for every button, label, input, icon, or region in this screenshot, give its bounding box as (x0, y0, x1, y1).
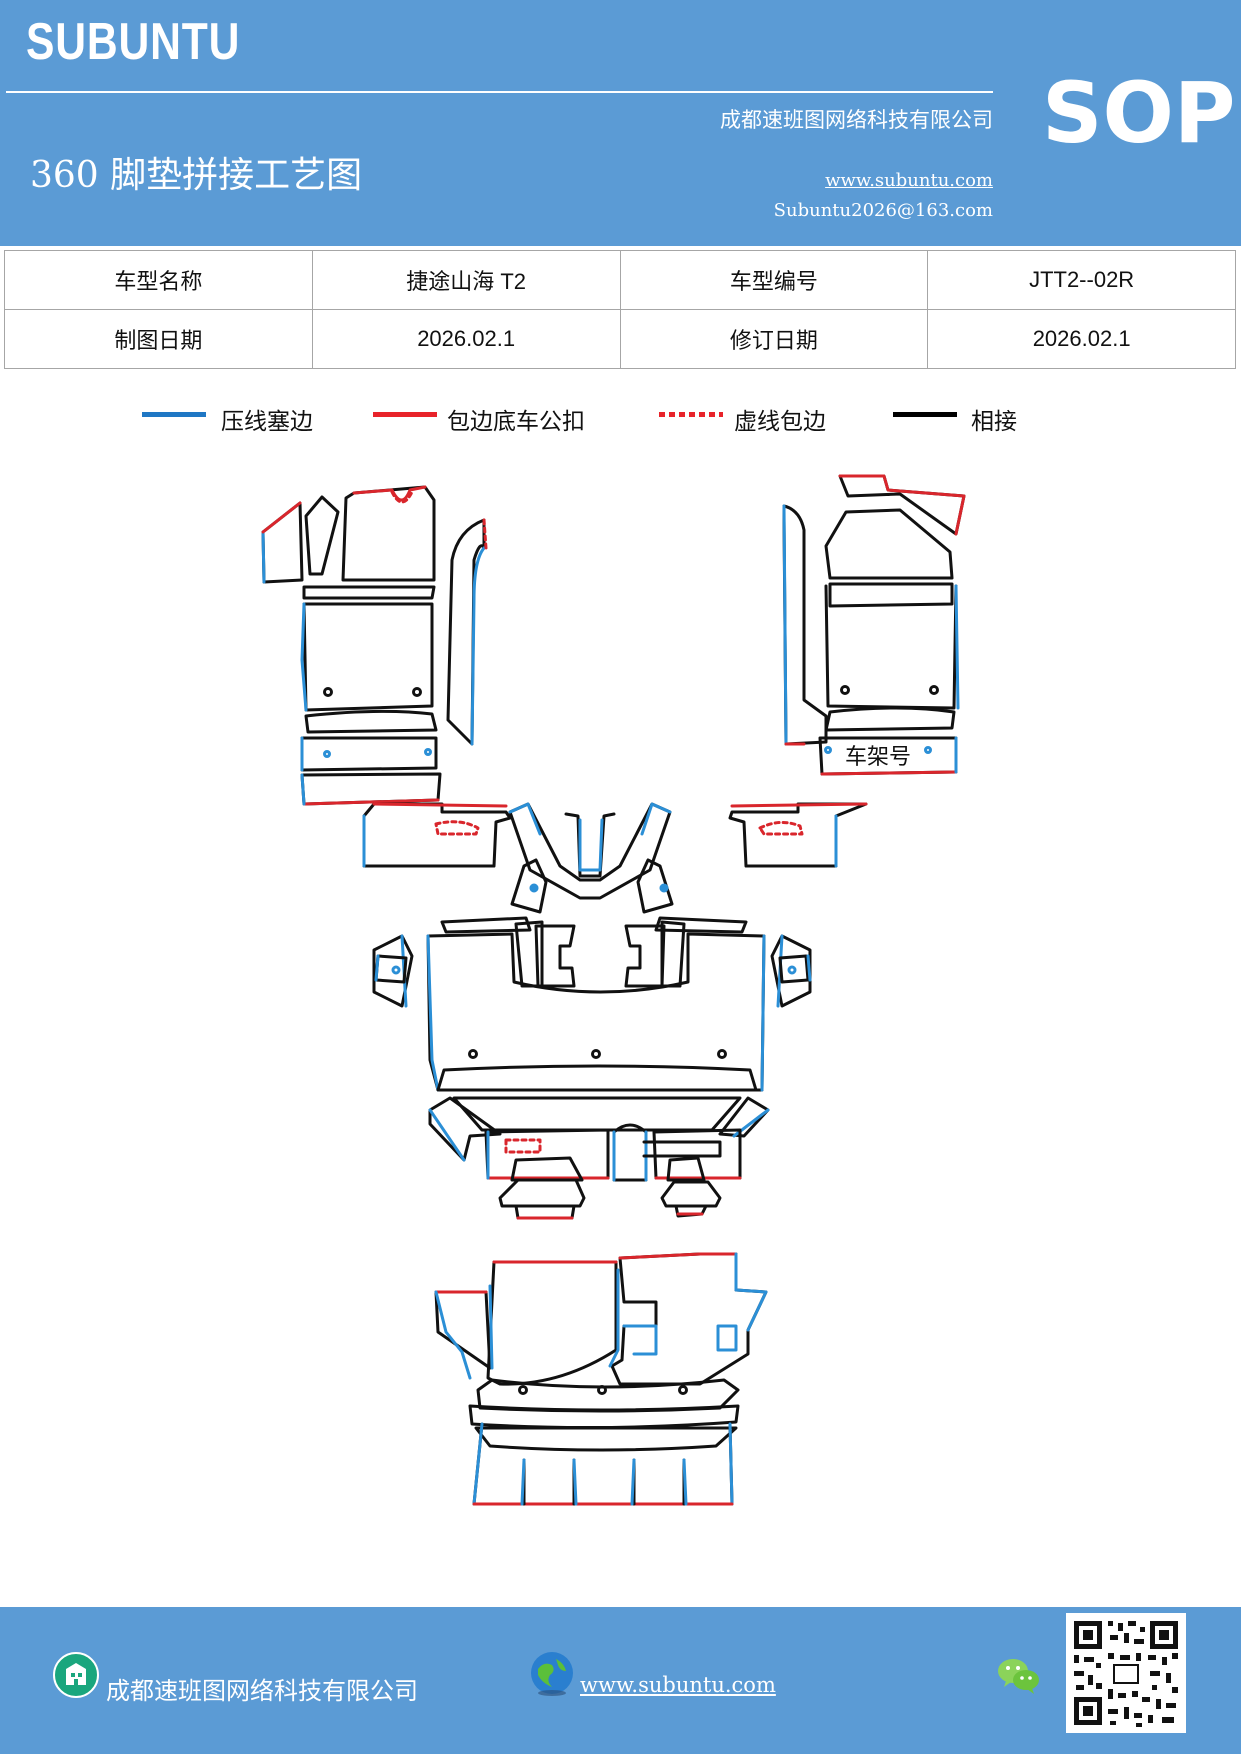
footer-website-link[interactable]: www.subuntu.com (580, 1673, 776, 1697)
model-code-label: 车型编号 (619, 250, 929, 310)
header-company: 成都速班图网络科技有限公司 (720, 108, 993, 132)
legend: 压线塞边 包边底车公扣 虚线包边 相接 (0, 400, 1241, 440)
info-table: 车型名称 捷途山海 T2 车型编号 JTT2--02R 制图日期 2026.02… (4, 250, 1236, 369)
header-email: Subuntu2026@163.com (773, 200, 993, 221)
second-row-mat (362, 802, 868, 1220)
model-name-value: 捷途山海 T2 (311, 250, 621, 310)
qr-code (1066, 1613, 1186, 1733)
footer-company: 成都速班图网络科技有限公司 (106, 1677, 418, 1705)
document-title: 360 脚垫拼接工艺图 (30, 155, 363, 196)
front-left-mat (261, 485, 488, 806)
front-right-mat (782, 474, 966, 776)
table-row: 车型名称 捷途山海 T2 车型编号 JTT2--02R (4, 250, 1236, 310)
revise-date-value: 2026.02.1 (927, 309, 1236, 369)
revise-date-label: 修订日期 (619, 309, 929, 369)
header-divider (6, 91, 993, 93)
legend-swatch-blue (142, 412, 206, 417)
draw-date-label: 制图日期 (4, 309, 313, 369)
building-icon (53, 1652, 99, 1698)
legend-swatch-red (373, 412, 437, 417)
sop-badge: SOP (1042, 64, 1236, 162)
header-banner: SUBUNTU 成都速班图网络科技有限公司 360 脚垫拼接工艺图 www.su… (0, 0, 1241, 246)
vin-label: 车架号 (845, 745, 911, 770)
draw-date-value: 2026.02.1 (311, 309, 621, 369)
legend-label: 虚线包边 (734, 409, 826, 435)
header-website-link[interactable]: www.subuntu.com (825, 170, 993, 191)
model-code-value: JTT2--02R (927, 250, 1236, 310)
globe-icon (531, 1652, 573, 1696)
legend-swatch-black (893, 412, 957, 417)
brand-logo: SUBUNTU (26, 13, 241, 71)
table-row: 制图日期 2026.02.1 修订日期 2026.02.1 (4, 309, 1236, 369)
footer-banner: 成都速班图网络科技有限公司 www.subuntu.com (0, 1607, 1241, 1754)
legend-swatch-red-dotted (659, 412, 723, 417)
third-row-mat (434, 1252, 768, 1506)
legend-label: 相接 (971, 409, 1017, 435)
model-name-label: 车型名称 (4, 250, 313, 310)
legend-label: 包边底车公扣 (447, 409, 585, 435)
wechat-icon (998, 1659, 1039, 1694)
legend-label: 压线塞边 (221, 409, 313, 435)
